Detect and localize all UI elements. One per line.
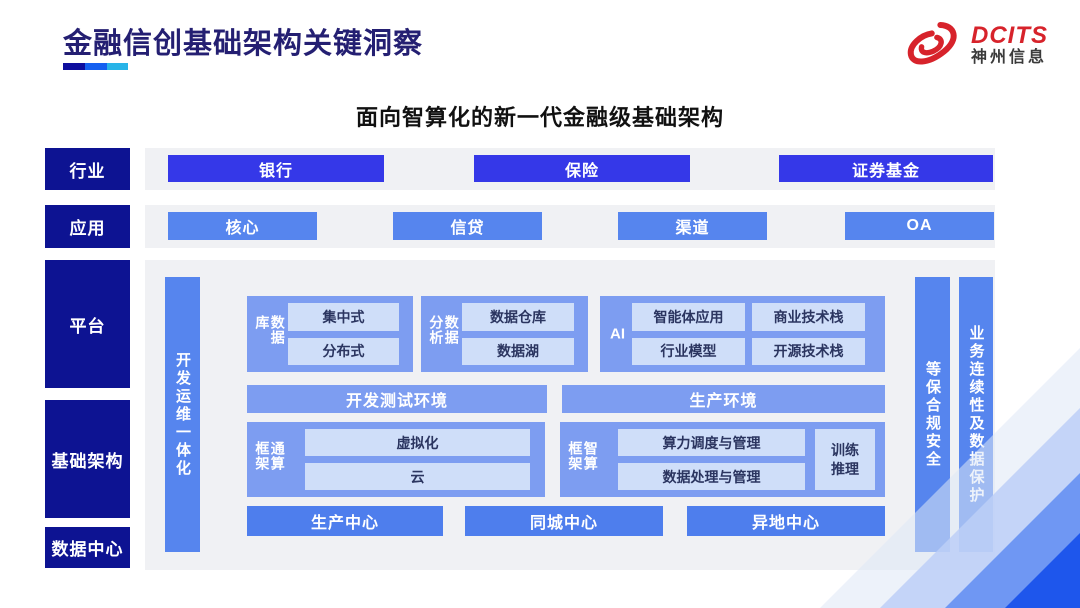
ai-item-agent-apps: 智能体应用 bbox=[632, 303, 745, 331]
same-city-center-bar: 同城中心 bbox=[465, 506, 663, 536]
general-item-cloud: 云 bbox=[305, 463, 530, 490]
page-title: 金融信创基础架构关键洞察 bbox=[63, 28, 424, 60]
industry-item-bank: 银行 bbox=[168, 155, 384, 182]
business-continuity-vertical-bar: 业务连续性及数据保护 bbox=[959, 277, 993, 552]
dev-test-environment-bar: 开发测试环境 bbox=[247, 385, 547, 413]
ai-item-open-source-stack: 开源技术栈 bbox=[752, 337, 865, 365]
database-item-centralized: 集中式 bbox=[288, 303, 399, 331]
general-computing-framework-section: 通算框架 虚拟化 云 bbox=[247, 422, 545, 497]
database-item-distributed: 分布式 bbox=[288, 337, 399, 365]
layer-label-industry: 行业 bbox=[45, 148, 130, 190]
layer-label-datacenter: 数据中心 bbox=[45, 527, 130, 568]
production-center-bar: 生产中心 bbox=[247, 506, 443, 536]
general-item-virtualization: 虚拟化 bbox=[305, 429, 530, 456]
application-item-oa: OA bbox=[845, 212, 994, 240]
data-analytics-section-label: 数据分析 bbox=[428, 315, 460, 345]
analytics-item-data-warehouse: 数据仓库 bbox=[462, 303, 574, 331]
title-underline bbox=[63, 63, 128, 70]
application-item-credit: 信贷 bbox=[393, 212, 542, 240]
layer-label-platform: 平台 bbox=[45, 260, 130, 388]
platform-infrastructure-panel: 开发运维一体化 等保合规安全 业务连续性及数据保护 数据库 集中式 分布式 数据… bbox=[145, 260, 995, 570]
layer-label-application: 应用 bbox=[45, 205, 130, 248]
database-section-label: 数据库 bbox=[254, 315, 286, 345]
ai-item-commercial-stack: 商业技术栈 bbox=[752, 303, 865, 331]
industry-item-securities-funds: 证券基金 bbox=[779, 155, 993, 182]
intelligent-item-training-inference: 训练推理 bbox=[815, 429, 875, 490]
industry-item-insurance: 保险 bbox=[474, 155, 690, 182]
intelligent-item-compute-scheduling: 算力调度与管理 bbox=[618, 429, 805, 456]
remote-center-bar: 异地中心 bbox=[687, 506, 885, 536]
ai-section-label: AI bbox=[610, 325, 625, 343]
dcits-logo: DCITS 神州信息 bbox=[903, 20, 1048, 70]
dcits-swirl-icon bbox=[907, 21, 957, 65]
security-compliance-vertical-bar: 等保合规安全 bbox=[915, 277, 950, 552]
logo-brand-text: DCITS bbox=[971, 22, 1048, 49]
layer-label-infrastructure: 基础架构 bbox=[45, 400, 130, 518]
devops-vertical-bar: 开发运维一体化 bbox=[165, 277, 200, 552]
intelligent-computing-framework-section: 智算框架 算力调度与管理 数据处理与管理 训练推理 bbox=[560, 422, 885, 497]
logo-company-text: 神州信息 bbox=[971, 49, 1048, 67]
diagram-title: 面向智算化的新一代金融级基础架构 bbox=[355, 105, 724, 130]
data-analytics-section: 数据分析 数据仓库 数据湖 bbox=[421, 296, 588, 372]
application-item-channel: 渠道 bbox=[618, 212, 767, 240]
application-row-panel: 核心 信贷 渠道 OA bbox=[145, 205, 995, 248]
general-framework-label: 通算框架 bbox=[254, 440, 286, 471]
ai-section: AI 智能体应用 商业技术栈 行业模型 开源技术栈 bbox=[600, 296, 885, 372]
analytics-item-data-lake: 数据湖 bbox=[462, 337, 574, 365]
database-section: 数据库 集中式 分布式 bbox=[247, 296, 413, 372]
industry-row-panel: 银行 保险 证券基金 bbox=[145, 148, 995, 190]
application-item-core: 核心 bbox=[168, 212, 317, 240]
ai-item-industry-models: 行业模型 bbox=[632, 337, 745, 365]
production-environment-bar: 生产环境 bbox=[562, 385, 885, 413]
intelligent-framework-label: 智算框架 bbox=[567, 440, 599, 471]
intelligent-item-data-processing: 数据处理与管理 bbox=[618, 463, 805, 490]
